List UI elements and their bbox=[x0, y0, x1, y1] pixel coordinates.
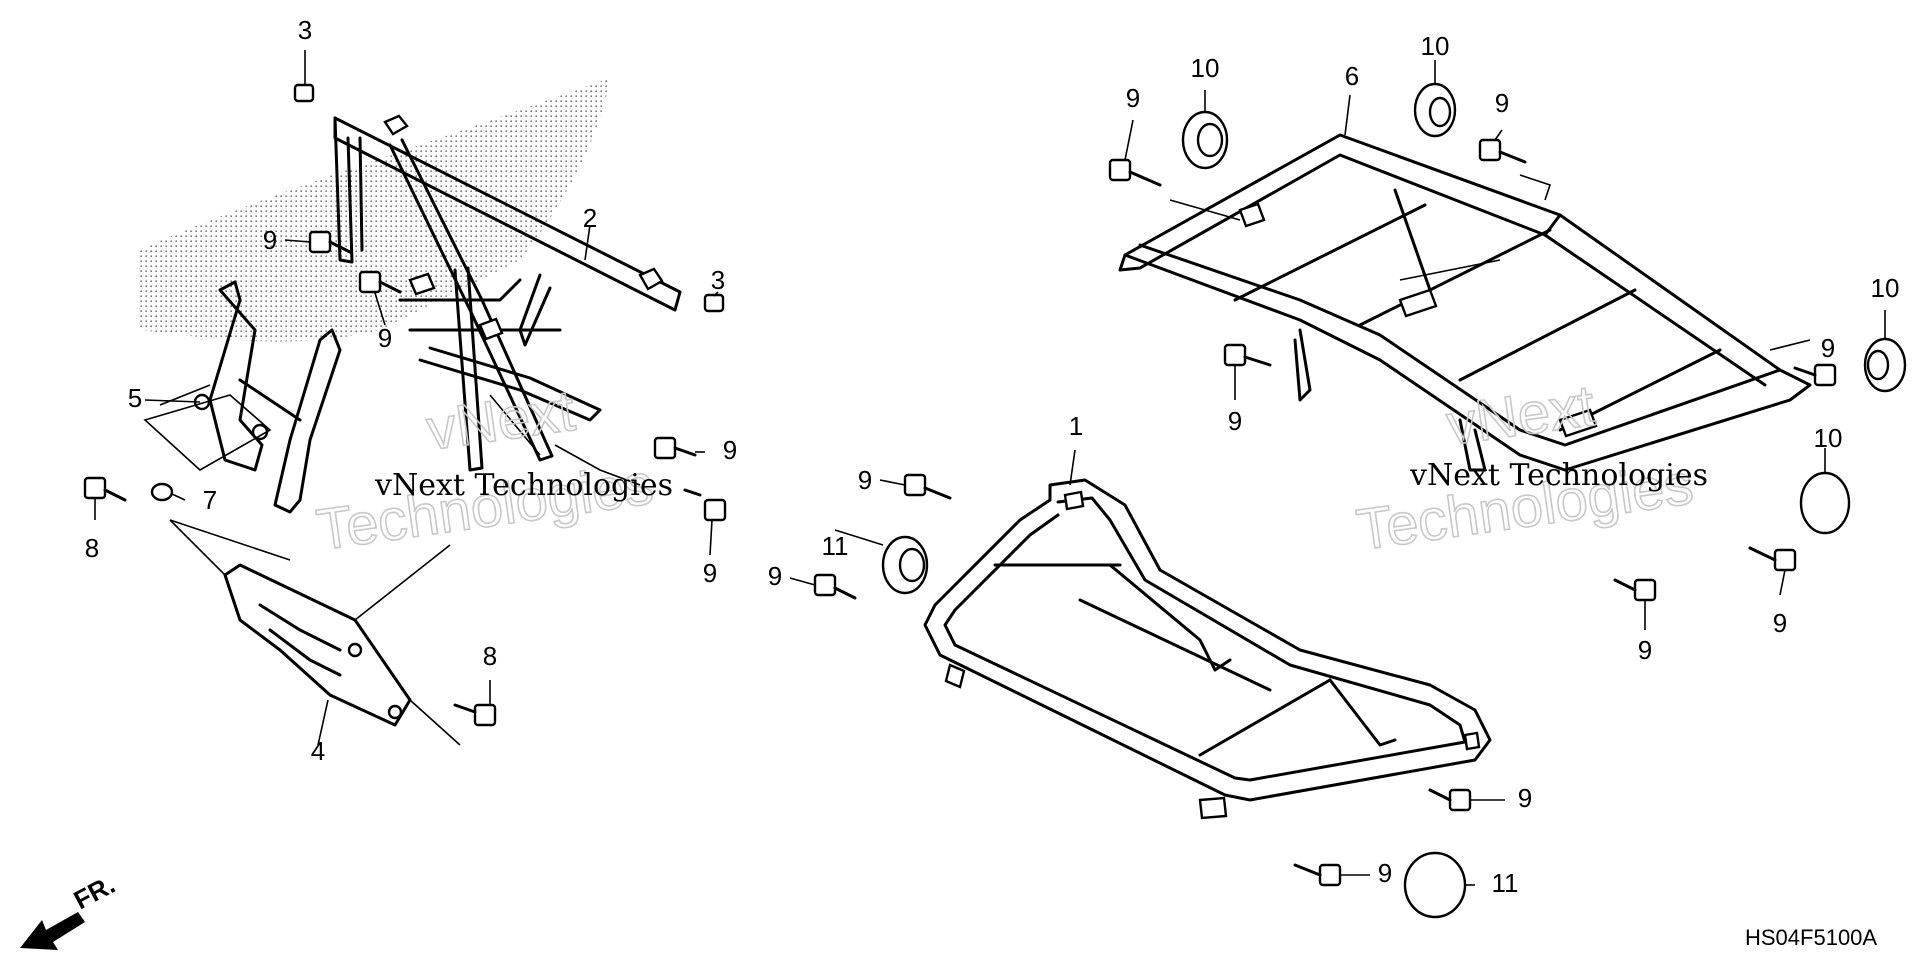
guard-part-4 bbox=[169, 519, 461, 746]
watermark-text-right: vNext Technologies bbox=[1409, 458, 1708, 493]
label-2: 2 bbox=[583, 203, 597, 233]
cap-10 bbox=[1799, 471, 1851, 535]
cap-10 bbox=[1181, 110, 1229, 170]
watermark-overlay-right: vNext bbox=[1443, 373, 1599, 458]
caps bbox=[881, 82, 1907, 919]
cap-10 bbox=[1863, 337, 1907, 393]
rear-carrier-part-6 bbox=[1118, 133, 1812, 472]
bolt-9 bbox=[1748, 546, 1797, 572]
bolt-9 bbox=[813, 573, 857, 600]
label-9: 9 bbox=[1378, 858, 1392, 888]
watermark-overlay-left: vNext bbox=[423, 378, 579, 463]
label-9: 9 bbox=[1228, 406, 1242, 436]
bolts bbox=[83, 83, 1837, 887]
label-9: 9 bbox=[263, 225, 277, 255]
part-labels: 3 2 9 9 3 5 9 7 8 9 8 4 10 6 10 9 9 10 9… bbox=[85, 15, 1900, 898]
nut-3 bbox=[293, 83, 315, 103]
bolt-9 bbox=[1613, 578, 1657, 602]
label-10: 10 bbox=[1814, 423, 1843, 453]
dotted-shading bbox=[140, 78, 610, 342]
bolt-9 bbox=[1223, 343, 1272, 367]
label-10: 10 bbox=[1871, 273, 1900, 303]
label-9: 9 bbox=[1821, 333, 1835, 363]
label-11: 11 bbox=[1492, 868, 1519, 898]
label-9: 9 bbox=[1638, 635, 1652, 665]
label-5: 5 bbox=[128, 383, 142, 413]
label-8: 8 bbox=[85, 533, 99, 563]
front-label: FR. bbox=[69, 869, 120, 915]
label-4: 4 bbox=[311, 736, 325, 766]
label-9: 9 bbox=[1495, 88, 1509, 118]
label-3: 3 bbox=[298, 15, 312, 45]
label-7: 7 bbox=[203, 485, 217, 515]
label-9: 9 bbox=[723, 435, 737, 465]
bolt-9 bbox=[1293, 863, 1342, 887]
label-10: 10 bbox=[1421, 31, 1450, 61]
washer-7 bbox=[150, 482, 174, 502]
bolt-9 bbox=[653, 436, 697, 460]
label-8: 8 bbox=[483, 641, 497, 671]
cap-11 bbox=[1403, 851, 1467, 919]
bolt-9 bbox=[1428, 788, 1472, 812]
label-10: 10 bbox=[1191, 53, 1220, 83]
cap-10 bbox=[1413, 82, 1457, 138]
drawing-code: HS04F5100A bbox=[1745, 925, 1877, 950]
label-9: 9 bbox=[703, 558, 717, 588]
leader-lines bbox=[94, 50, 1886, 886]
cap-11 bbox=[881, 535, 929, 595]
label-3: 3 bbox=[711, 265, 725, 295]
label-11: 11 bbox=[822, 531, 849, 561]
bolt-9 bbox=[1793, 363, 1837, 387]
label-6: 6 bbox=[1345, 61, 1359, 91]
nut-3 bbox=[703, 293, 725, 313]
front-carrier-part-2 bbox=[333, 114, 682, 486]
bolt-9 bbox=[358, 270, 402, 294]
label-9: 9 bbox=[378, 323, 392, 353]
middle-carrier-part-1 bbox=[923, 478, 1492, 820]
label-9: 9 bbox=[1518, 783, 1532, 813]
label-1: 1 bbox=[1069, 411, 1083, 441]
label-9: 9 bbox=[1773, 608, 1787, 638]
bolt-9 bbox=[308, 230, 352, 254]
bolt-9 bbox=[1108, 158, 1162, 187]
bolt-9 bbox=[1478, 138, 1527, 164]
label-9: 9 bbox=[858, 465, 872, 495]
bolt-8 bbox=[453, 703, 497, 727]
bolt-8 bbox=[83, 476, 127, 502]
bolt-9 bbox=[683, 488, 727, 522]
carrier-stay-part-5 bbox=[143, 280, 342, 514]
front-direction-marker: FR. bbox=[20, 869, 120, 950]
label-9: 9 bbox=[1126, 83, 1140, 113]
bolt-9 bbox=[903, 473, 952, 500]
watermark: Technologies vNext vNext Technologies Te… bbox=[312, 372, 1708, 564]
watermark-text-left: vNext Technologies bbox=[374, 468, 673, 503]
label-9: 9 bbox=[768, 561, 782, 591]
